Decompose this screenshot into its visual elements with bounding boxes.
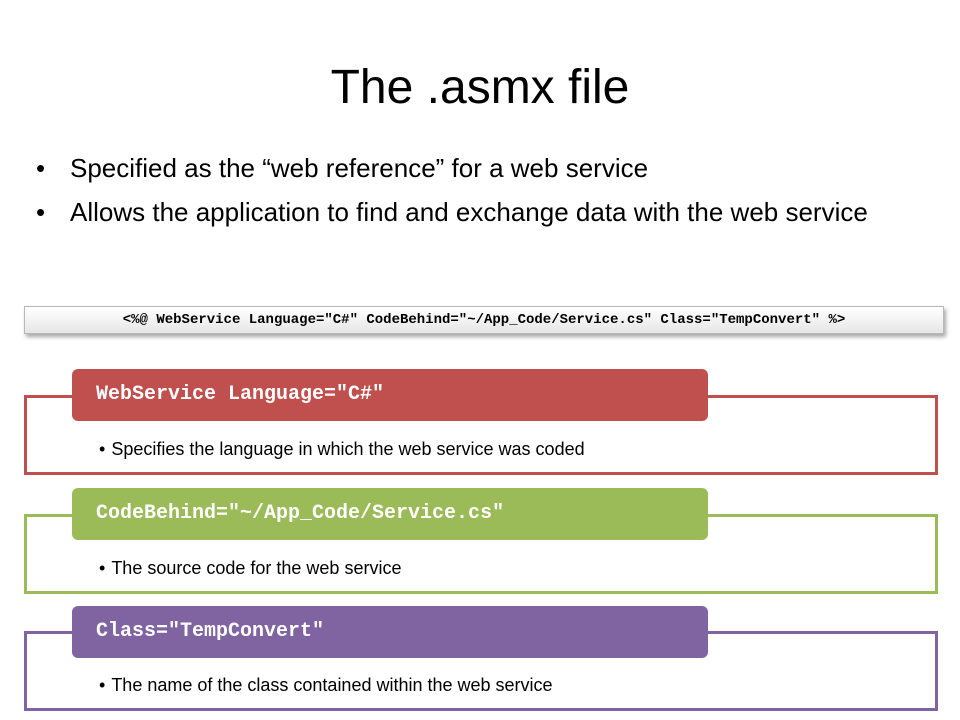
item-description-text: Specifies the language in which the web … bbox=[111, 439, 585, 459]
bullet-item: • Specified as the “web reference” for a… bbox=[36, 152, 916, 184]
item-description-text: The source code for the web service bbox=[111, 558, 402, 578]
bullet-dot-icon: • bbox=[99, 558, 106, 578]
item-description: •The source code for the web service bbox=[99, 557, 401, 579]
item-description: •Specifies the language in which the web… bbox=[99, 438, 585, 460]
bullet-list: • Specified as the “web reference” for a… bbox=[36, 152, 916, 240]
directive-code-box: <%@ WebService Language="C#" CodeBehind=… bbox=[24, 306, 944, 334]
bullet-dot-icon: • bbox=[99, 439, 106, 459]
slide-title: The .asmx file bbox=[330, 61, 630, 114]
item-header-codebehind: CodeBehind="~/App_Code/Service.cs" bbox=[72, 488, 708, 540]
item-header-class: Class="TempConvert" bbox=[72, 606, 708, 658]
bullet-dot-icon: • bbox=[99, 675, 106, 695]
bullet-text: Specified as the “web reference” for a w… bbox=[70, 153, 649, 183]
bullet-text: Allows the application to find and excha… bbox=[70, 197, 868, 227]
item-header-language: WebService Language="C#" bbox=[72, 369, 708, 421]
item-description: •The name of the class contained within … bbox=[99, 674, 553, 696]
bullet-dot-icon: • bbox=[36, 153, 46, 183]
bullet-dot-icon: • bbox=[36, 197, 46, 227]
item-description-text: The name of the class contained within t… bbox=[111, 675, 553, 695]
bullet-item: • Allows the application to find and exc… bbox=[36, 196, 916, 228]
directive-code-text: <%@ WebService Language="C#" CodeBehind=… bbox=[122, 312, 846, 328]
